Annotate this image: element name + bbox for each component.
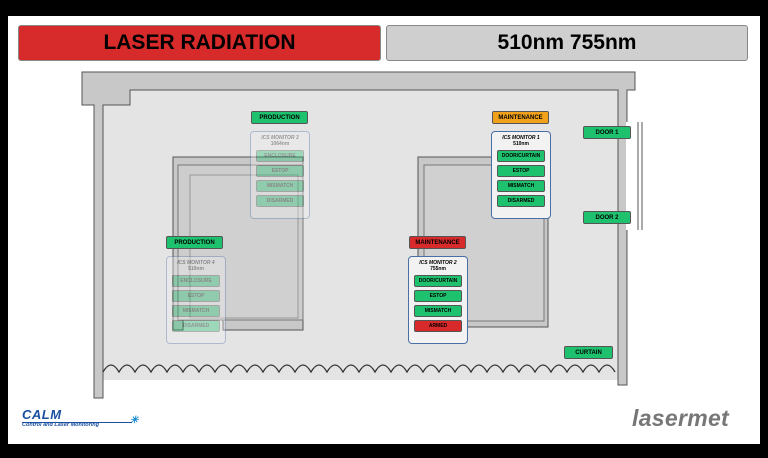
estop-indicator[interactable]: ESTOP <box>497 165 545 177</box>
disarmed-indicator[interactable]: DISARMED <box>172 320 220 332</box>
sparkle-icon: ✳ <box>130 415 139 426</box>
room-wall <box>81 71 636 399</box>
curtain-indicator[interactable]: CURTAIN <box>564 346 613 359</box>
monitor-title: ICS MONITOR 1 <box>502 135 540 141</box>
door-curtain-indicator[interactable]: DOOR/CURTAIN <box>497 150 545 162</box>
hazard-banner: LASER RADIATION <box>18 25 381 61</box>
zone-status-bottom-left[interactable]: PRODUCTION <box>166 236 223 249</box>
monitor-wavelength: 510nm <box>513 141 529 147</box>
disarmed-indicator[interactable]: DISARMED <box>497 195 545 207</box>
door-2-indicator[interactable]: DOOR 2 <box>583 211 631 224</box>
door-curtain-indicator[interactable]: DOOR/CURTAIN <box>414 275 462 287</box>
enclosure-indicator[interactable]: ENCLOSURE <box>256 150 304 162</box>
armed-indicator[interactable]: ARMED <box>414 320 462 332</box>
disarmed-indicator[interactable]: DISARMED <box>256 195 304 207</box>
monitor-wavelength: 1064nm <box>270 141 290 147</box>
ics-monitor-4[interactable]: ICS MONITOR 4 510nm ENCLOSURE ESTOP MISM… <box>166 256 226 344</box>
laser-curtain <box>102 364 616 374</box>
door-1-indicator[interactable]: DOOR 1 <box>583 126 631 139</box>
mismatch-indicator[interactable]: MISMATCH <box>497 180 545 192</box>
calm-logo: CALM ✳ Control and Laser Monitoring <box>22 407 138 428</box>
ics-monitor-1[interactable]: ICS MONITOR 1 510nm DOOR/CURTAIN ESTOP M… <box>491 131 551 219</box>
lasermet-logo: lasermet <box>632 405 730 431</box>
monitor-wavelength: 755nm <box>430 266 446 272</box>
calm-logo-line <box>22 422 132 423</box>
mismatch-indicator[interactable]: MISMATCH <box>172 305 220 317</box>
mismatch-indicator[interactable]: MISMATCH <box>414 305 462 317</box>
calm-logo-name: CALM <box>22 407 62 422</box>
monitor-title: ICS MONITOR 4 <box>177 260 215 266</box>
monitor-title: ICS MONITOR 3 <box>261 135 299 141</box>
wavelength-banner: 510nm 755nm <box>386 25 748 61</box>
zone-status-top-left[interactable]: PRODUCTION <box>251 111 308 124</box>
monitor-title: ICS MONITOR 2 <box>419 260 457 266</box>
estop-indicator[interactable]: ESTOP <box>172 290 220 302</box>
calm-logo-tagline: Control and Laser Monitoring <box>22 422 99 428</box>
zone-status-top-right[interactable]: MAINTENANCE <box>492 111 549 124</box>
monitor-wavelength: 510nm <box>188 266 204 272</box>
enclosure-indicator[interactable]: ENCLOSURE <box>172 275 220 287</box>
mismatch-indicator[interactable]: MISMATCH <box>256 180 304 192</box>
estop-indicator[interactable]: ESTOP <box>414 290 462 302</box>
ics-monitor-3[interactable]: ICS MONITOR 3 1064nm ENCLOSURE ESTOP MIS… <box>250 131 310 219</box>
estop-indicator[interactable]: ESTOP <box>256 165 304 177</box>
zone-status-bottom-right[interactable]: MAINTENANCE <box>409 236 466 249</box>
ics-monitor-2[interactable]: ICS MONITOR 2 755nm DOOR/CURTAIN ESTOP M… <box>408 256 468 344</box>
